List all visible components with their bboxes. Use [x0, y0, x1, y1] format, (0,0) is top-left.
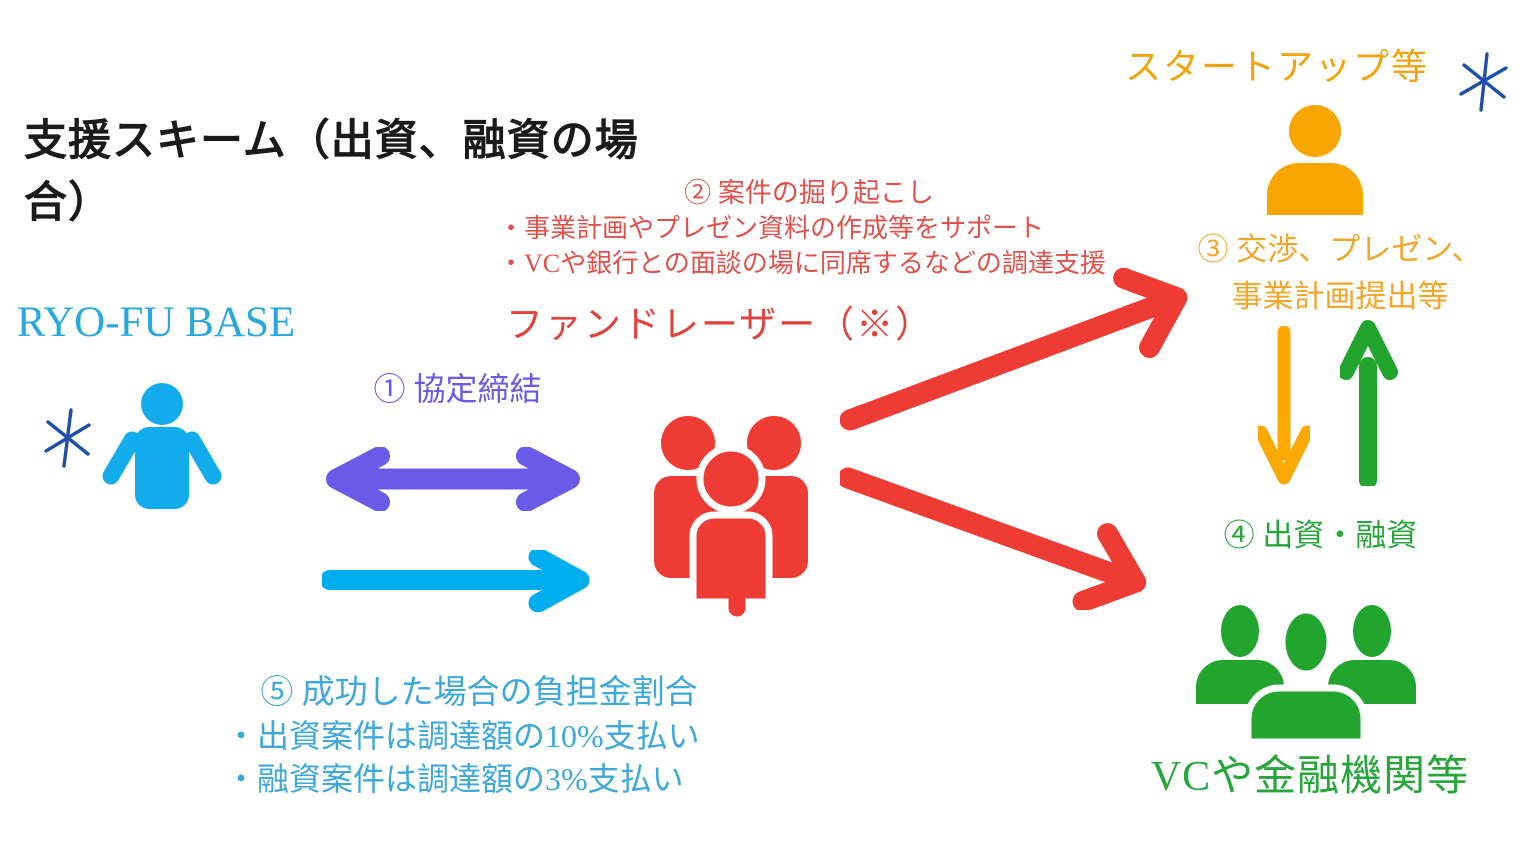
step3-line2: 事業計画提出等 [1231, 279, 1449, 314]
down-arrow [1258, 326, 1310, 492]
startup-node-label: スタートアップ等 [1124, 47, 1429, 87]
step1-label: ① 協定締結 [373, 371, 542, 407]
step3-label: ③ 交渉、プレゼン、 事業計画提出等 [1165, 226, 1515, 320]
step2-bullet: ・VCや銀行との面談の場に同席するなどの調達支援 [498, 249, 1106, 278]
group-icon [648, 412, 814, 624]
step5-bullet: ・融資案件は調達額の3%支払い [225, 761, 684, 797]
person-bust-icon [1259, 103, 1371, 215]
arrow-to-startup [840, 268, 1212, 436]
right-arrow [322, 550, 590, 612]
ryofu-base-node-label: RYO-FU BASE [16, 299, 296, 346]
fundraiser-node-label: ファンドレーザー（※） [505, 305, 935, 346]
person-icon [100, 383, 226, 511]
double-arrow [318, 447, 588, 511]
group-busts-icon [1188, 598, 1424, 742]
step5-title: ⑤ 成功した場合の負担金割合 [260, 675, 698, 711]
step5-bullet: ・出資案件は調達額の10%支払い [225, 718, 700, 754]
asterisk-star-icon [1459, 52, 1509, 114]
up-arrow [1340, 320, 1398, 486]
asterisk-star-icon [44, 408, 92, 470]
step2-bullet: ・事業計画やプレゼン資料の作成等をサポート [498, 214, 1045, 243]
step2-block: ② 案件の掘り起こし ・事業計画やプレゼン資料の作成等をサポート ・VCや銀行と… [498, 176, 1120, 281]
arrow-to-vc [840, 462, 1172, 610]
vc-node-label: VCや金融機関等 [1150, 754, 1470, 800]
step5-block: ⑤ 成功した場合の負担金割合 ・出資案件は調達額の10%支払い ・融資案件は調達… [225, 672, 733, 801]
step4-label: ④ 出資・融資 [1223, 518, 1418, 553]
page-title: 支援スキーム（出資、融資の場合） [24, 117, 639, 227]
step2-title: ② 案件の掘り起こし [684, 178, 934, 208]
step3-line1: ③ 交渉、プレゼン、 [1197, 232, 1483, 267]
